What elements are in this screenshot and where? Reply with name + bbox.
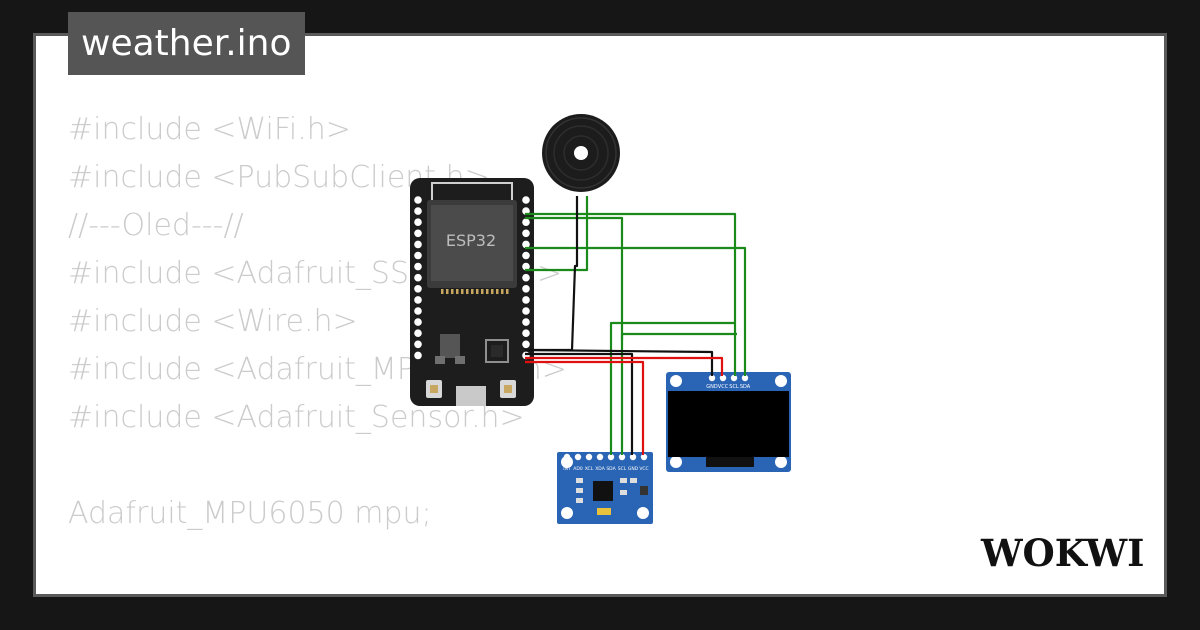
oled-pin-scl[interactable] <box>730 374 738 382</box>
esp32-pin[interactable] <box>414 307 422 315</box>
mpu-pin-gnd[interactable] <box>629 453 637 461</box>
esp32-pin[interactable] <box>522 251 530 260</box>
chip-pad <box>441 289 444 294</box>
code-line: //---Oled---// <box>68 208 244 243</box>
esp32-pin[interactable] <box>522 329 530 338</box>
esp32-pin[interactable] <box>522 218 530 226</box>
esp32-pin[interactable] <box>414 251 422 260</box>
chip-pad <box>476 289 479 294</box>
esp32-pin[interactable] <box>414 240 422 249</box>
chip-pad <box>451 289 454 294</box>
code-line: #include <Wire.h> <box>68 304 358 339</box>
chip-pad <box>446 289 449 294</box>
wire-oled-sda[interactable] <box>525 246 747 376</box>
oled-pin-gnd[interactable] <box>708 374 716 382</box>
esp32-pin[interactable] <box>522 318 530 326</box>
esp32-pin[interactable] <box>414 196 422 204</box>
mpu-pin-label: SCL <box>618 466 627 472</box>
oled-pin-label: GND <box>706 384 718 390</box>
chip-pad <box>466 289 469 294</box>
chip-pad <box>501 289 504 294</box>
wires <box>524 196 747 455</box>
code-line: #include <WiFi.h> <box>68 112 351 147</box>
esp32-pin[interactable] <box>414 318 422 326</box>
chip-pad <box>486 289 489 294</box>
esp32-pin[interactable] <box>522 296 530 304</box>
mpu-pin-sda[interactable] <box>607 453 615 461</box>
esp32-pin[interactable] <box>414 296 422 304</box>
esp32-pin[interactable] <box>414 229 422 238</box>
esp32-pin[interactable] <box>522 273 530 282</box>
esp32-pin[interactable] <box>522 196 530 204</box>
wire-oled-gnd[interactable] <box>524 348 714 376</box>
mpu-pin-label: XDA <box>595 466 605 472</box>
esp32-pin[interactable] <box>522 340 530 349</box>
mpu-pin-label: INT <box>563 466 571 472</box>
code-line: #define SCREEN_WIDTH 128 // OLED display… <box>68 586 975 594</box>
mpu-pin-ad0[interactable] <box>574 453 582 461</box>
code-line: #include <Adafruit_Sensor.h> <box>68 400 525 435</box>
mpu-pin-int[interactable] <box>563 453 571 461</box>
chip-pad <box>491 289 494 294</box>
oled-pin-label: SDA <box>740 384 751 390</box>
mpu-pin-xcl[interactable] <box>585 453 593 461</box>
mpu-pin-label: SDA <box>606 466 616 472</box>
esp32-chip-label: ESP32 <box>446 231 496 250</box>
wire-oled-vcc[interactable] <box>525 356 724 376</box>
wire-mpu-vcc[interactable] <box>525 360 645 455</box>
esp32-pin[interactable] <box>522 229 530 238</box>
chip-pad <box>456 289 459 294</box>
esp32-pin[interactable] <box>414 207 422 215</box>
oled-pin-label: VCC <box>718 384 729 390</box>
esp32-pin[interactable] <box>414 273 422 282</box>
esp32-pin[interactable] <box>414 218 422 226</box>
brand-name: WOKWI <box>980 531 1144 575</box>
wokwi-logo-icon: WOKWI <box>980 531 1144 575</box>
wire-mpu-gnd[interactable] <box>525 352 634 455</box>
esp32-pin[interactable] <box>522 240 530 249</box>
project-title-badge: weather.ino <box>68 12 305 75</box>
esp32-pin[interactable] <box>522 262 530 271</box>
mpu-pin-xda[interactable] <box>596 453 604 461</box>
oled-pin-label: SCL <box>729 384 739 390</box>
code-line: Adafruit_MPU6050 mpu; <box>68 496 432 531</box>
mpu-pin-scl[interactable] <box>618 453 626 461</box>
esp32-pin[interactable] <box>522 285 530 293</box>
esp32-board[interactable]: ESP32 <box>410 178 534 406</box>
esp32-pin[interactable] <box>414 285 422 293</box>
buzzer[interactable] <box>542 114 620 192</box>
wire-mpu-sda-link[interactable] <box>620 332 737 340</box>
oled-pin-sda[interactable] <box>741 374 749 382</box>
wire-mpu-sda[interactable] <box>609 321 735 455</box>
chip-pad <box>506 289 509 294</box>
chip-pad <box>471 289 474 294</box>
esp32-pin[interactable] <box>414 340 422 349</box>
chip-pad <box>496 289 499 294</box>
mpu-pin-label: XCL <box>585 466 594 472</box>
chip-pad <box>481 289 484 294</box>
esp32-pin[interactable] <box>522 307 530 315</box>
chip-pad <box>461 289 464 294</box>
wire-mpu-scl[interactable] <box>525 216 624 455</box>
esp32-pin[interactable] <box>414 351 422 360</box>
wire-buzzer-signal[interactable] <box>525 196 589 272</box>
mpu-pin-label: GND <box>628 466 639 472</box>
mpu-pin-label: VCC <box>639 466 648 472</box>
esp32-pin[interactable] <box>414 329 422 338</box>
mpu-pin-label: AD0 <box>573 466 583 472</box>
mpu-pin-vcc[interactable] <box>640 453 648 461</box>
oled-pin-vcc[interactable] <box>719 374 727 382</box>
esp32-pin[interactable] <box>414 262 422 271</box>
